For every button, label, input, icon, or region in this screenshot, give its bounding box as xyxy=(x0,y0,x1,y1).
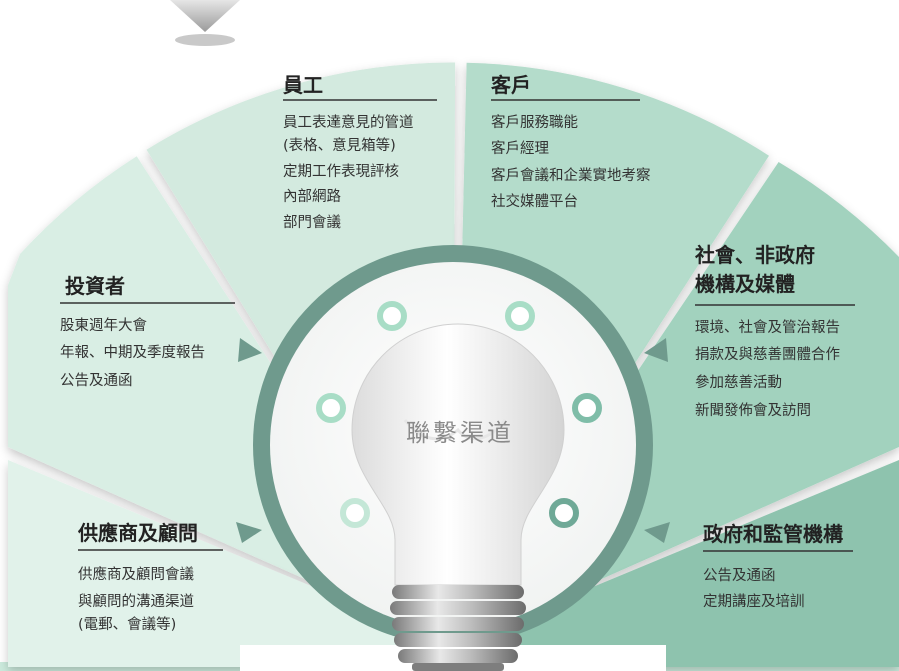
group-community: 社會、非政府 機構及媒體 環境、社會及管治報告 捐款及與慈善團體合作 參加慈善活… xyxy=(694,243,855,419)
employees-item: 定期工作表現評核 xyxy=(283,163,399,180)
connector-dot xyxy=(377,301,407,331)
government-title: 政府和監管機構 xyxy=(703,522,843,546)
customers-item: 社交媒體平台 xyxy=(491,192,578,210)
group-customers: 客戶 客戶服務職能 客戶經理 客戶會議和企業實地考察 社交媒體平台 xyxy=(490,73,651,210)
employees-title: 員工 xyxy=(282,73,323,97)
government-item: 公告及通函 xyxy=(703,567,776,584)
community-item: 新聞發佈會及訪問 xyxy=(695,402,811,419)
group-government: 政府和監管機構 公告及通函 定期講座及培訓 xyxy=(703,522,853,610)
center-label: 聯繫渠道 xyxy=(406,419,514,447)
customers-item: 客戶服務職能 xyxy=(491,114,578,131)
employees-item: 員工表達意見的管道 xyxy=(283,113,414,131)
group-investors: 投資者 股東週年大會 年報、中期及季度報告 公告及通函 xyxy=(60,274,235,389)
community-item: 環境、社會及管治報告 xyxy=(695,318,840,336)
connector-dot xyxy=(340,498,370,528)
customers-item: 客戶會議和企業實地考察 xyxy=(491,166,651,184)
segment-suppliers xyxy=(8,460,453,667)
employees-item: 內部網路 xyxy=(283,188,341,205)
group-suppliers: 供應商及顧問 供應商及顧問會議 與顧問的溝通渠道 (電郵、會議等) xyxy=(77,521,223,633)
investors-item: 公告及通函 xyxy=(60,372,133,389)
employees-item: (表格、意見箱等) xyxy=(283,136,396,154)
customers-item: 客戶經理 xyxy=(491,140,549,157)
suppliers-item: 供應商及顧問會議 xyxy=(78,565,194,583)
suppliers-item: (電郵、會議等) xyxy=(78,615,176,633)
group-employees: 員工 員工表達意見的管道 (表格、意見箱等) 定期工作表現評核 內部網路 部門會… xyxy=(282,73,437,231)
connector-dots xyxy=(316,301,602,528)
top-arrow-marker xyxy=(170,0,240,46)
community-item: 捐款及與慈善團體合作 xyxy=(695,346,840,363)
connector-dot xyxy=(505,301,535,331)
community-title: 社會、非政府 xyxy=(694,243,815,267)
connector-dot xyxy=(316,393,346,423)
connector-dot xyxy=(549,498,579,528)
investors-item: 年報、中期及季度報告 xyxy=(60,344,205,361)
government-item: 定期講座及培訓 xyxy=(703,593,805,610)
community-title: 機構及媒體 xyxy=(695,272,795,296)
employees-item: 部門會議 xyxy=(283,213,341,231)
investors-title: 投資者 xyxy=(65,274,125,298)
suppliers-item: 與顧問的溝通渠道 xyxy=(78,593,194,610)
investors-item: 股東週年大會 xyxy=(60,317,147,334)
lightbulb-icon xyxy=(351,323,565,671)
community-item: 參加慈善活動 xyxy=(695,374,782,391)
customers-title: 客戶 xyxy=(490,73,531,97)
connector-dot xyxy=(572,393,602,423)
suppliers-title: 供應商及顧問 xyxy=(77,521,198,545)
segment-government xyxy=(453,460,899,667)
